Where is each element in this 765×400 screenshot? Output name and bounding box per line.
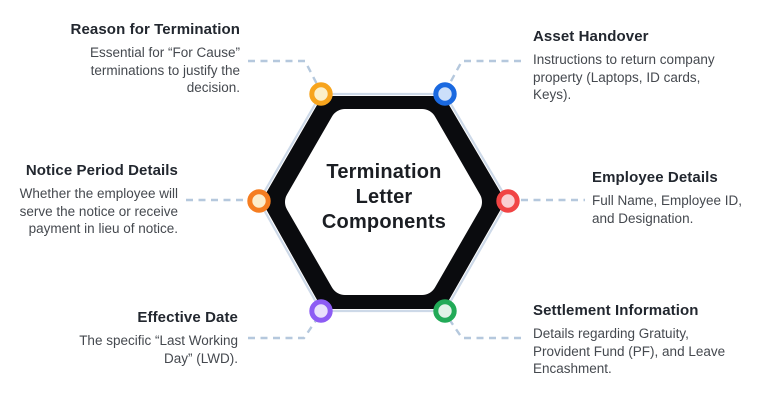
- block-desc-line: Keys).: [533, 87, 572, 102]
- block-settlement-information: Settlement Information Details regarding…: [533, 302, 753, 378]
- block-desc-line: payment in lieu of notice.: [28, 221, 178, 236]
- node-effective-icon: [309, 299, 333, 323]
- block-desc-line: Instructions to return company: [533, 52, 715, 67]
- block-desc-line: Whether the employee will: [19, 186, 178, 201]
- block-notice-period-details: Notice Period Details Whether the employ…: [2, 162, 178, 238]
- block-employee-details: Employee Details Full Name, Employee ID,…: [592, 169, 762, 227]
- block-desc-line: property (Laptops, ID cards,: [533, 69, 701, 85]
- block-reason-for-termination: Reason for Termination Essential for “Fo…: [10, 21, 240, 97]
- center-title-line: Letter: [355, 186, 413, 208]
- node-reason-icon: [309, 82, 333, 106]
- block-desc-line: The specific “Last Working: [79, 333, 238, 348]
- block-title: Settlement Information: [533, 302, 699, 319]
- connector-asset-line: [443, 59, 521, 93]
- block-title: Notice Period Details: [25, 162, 178, 179]
- connector-settlement-line: [444, 312, 521, 340]
- center-title-line: Components: [321, 211, 447, 233]
- block-effective-date: Effective Date The specific “Last Workin…: [38, 309, 238, 367]
- block-desc-line: serve the notice or receive: [19, 203, 178, 219]
- block-desc-line: Full Name, Employee ID,: [592, 193, 743, 208]
- block-desc-line: Day” (LWD).: [164, 350, 238, 366]
- center-title-line: Termination: [326, 161, 442, 183]
- hexagon-inner: [285, 109, 482, 295]
- block-asset-handover: Asset Handover Instructions to return co…: [533, 28, 753, 104]
- block-desc-line: terminations to justify the: [90, 62, 240, 78]
- node-employee-icon: [496, 189, 520, 213]
- node-asset-icon: [433, 82, 457, 106]
- block-desc-line: decision.: [186, 80, 240, 95]
- block-desc-line: Provident Fund (PF), and Leave: [533, 343, 726, 359]
- connector-reason-line: [248, 59, 323, 93]
- block-desc-line: Encashment.: [533, 361, 612, 376]
- block-title: Effective Date: [137, 309, 238, 326]
- block-desc-line: Essential for “For Cause”: [89, 45, 240, 60]
- center-title: Termination Letter Components: [288, 160, 480, 235]
- node-notice-icon: [247, 189, 271, 213]
- block-desc-line: and Designation.: [592, 210, 694, 226]
- block-desc-line: Details regarding Gratuity,: [533, 326, 689, 341]
- connector-effective-line: [248, 312, 322, 340]
- block-title: Reason for Termination: [70, 21, 240, 38]
- block-title: Employee Details: [592, 169, 718, 186]
- block-title: Asset Handover: [533, 28, 649, 45]
- node-settlement-icon: [433, 299, 457, 323]
